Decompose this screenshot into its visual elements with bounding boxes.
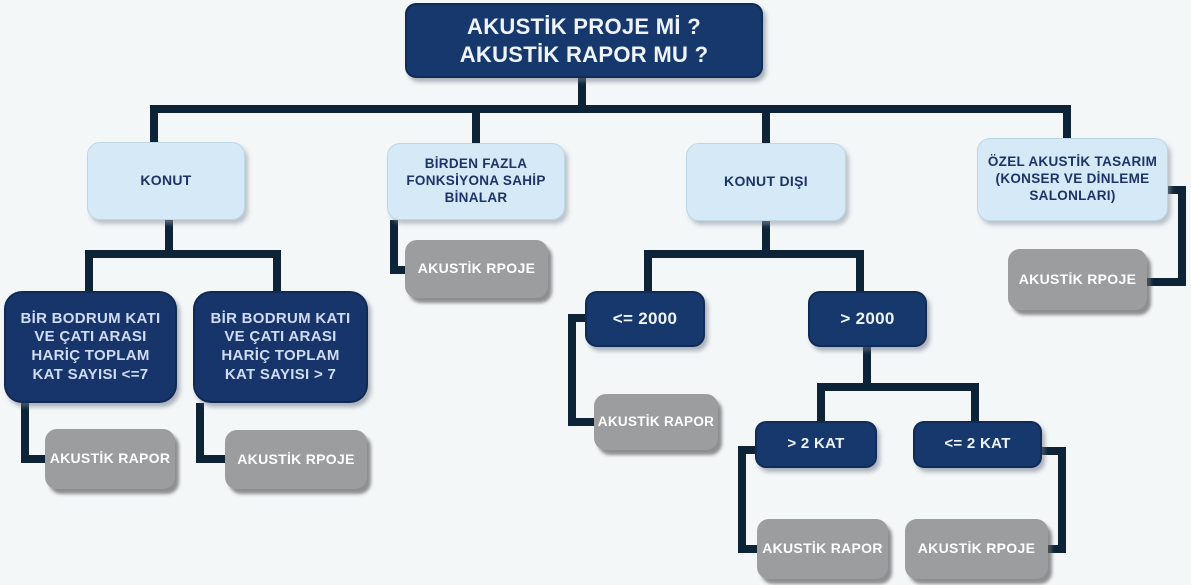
condition-gt-2000-node: > 2000 — [808, 291, 927, 347]
connector-line — [1038, 447, 1066, 455]
result-akustik-rapor-le-2000: AKUSTİK RAPOR — [594, 394, 718, 450]
connector-line — [472, 105, 480, 145]
branch-konut-disi-node: KONUT DIŞI — [686, 143, 846, 221]
connector-line — [85, 250, 93, 291]
connector-line — [738, 545, 763, 553]
connector-line — [817, 383, 825, 421]
condition-le-2-kat-node: <= 2 KAT — [913, 421, 1042, 468]
connector-line — [196, 455, 232, 463]
connector-line — [762, 221, 770, 258]
connector-line — [1141, 278, 1186, 286]
condition-kat-sayisi-le7-node: BİR BODRUM KATI VE ÇATI ARASI HARİÇ TOPL… — [4, 291, 177, 403]
result-akustik-rpoje-ozel-akustik: AKUSTİK RPOJE — [1008, 249, 1147, 310]
connector-line — [196, 403, 204, 463]
result-akustik-rpoje-le-2-kat: AKUSTİK RPOJE — [905, 519, 1048, 579]
connector-line — [817, 383, 979, 391]
connector-line — [762, 105, 770, 145]
connector-line — [85, 250, 281, 258]
root-question-node: AKUSTİK PROJE Mİ ? AKUSTİK RAPOR MU ? — [405, 3, 763, 78]
branch-ozel-akustik-node: ÖZEL AKUSTİK TASARIM (KONSER VE DİNLEME … — [977, 138, 1168, 221]
connector-line — [568, 418, 600, 426]
connector-line — [644, 250, 652, 291]
condition-kat-sayisi-gt7-node: BİR BODRUM KATI VE ÇATI ARASI HARİÇ TOPL… — [193, 291, 368, 403]
connector-line — [1040, 545, 1066, 553]
connector-line — [150, 105, 1071, 113]
connector-line — [738, 446, 746, 553]
connector-line — [21, 403, 29, 463]
condition-le-2000-node: <= 2000 — [585, 291, 705, 347]
connector-line — [863, 347, 871, 391]
connector-line — [150, 105, 158, 143]
connector-line — [568, 314, 576, 426]
connector-line — [165, 220, 173, 258]
result-akustik-rpoje-konut-gt7: AKUSTİK RPOJE — [225, 430, 367, 489]
result-akustik-rapor-konut-le7: AKUSTİK RAPOR — [45, 429, 175, 489]
branch-birden-fazla-node: BİRDEN FAZLA FONKSİYONA SAHİP BİNALAR — [387, 143, 565, 220]
connector-line — [390, 266, 412, 274]
connector-line — [971, 383, 979, 421]
result-akustik-rpoje-birden-fazla: AKUSTİK RPOJE — [405, 240, 548, 298]
branch-konut-node: KONUT — [87, 142, 245, 220]
connector-line — [1063, 105, 1071, 140]
result-akustik-rapor-gt-2-kat: AKUSTİK RAPOR — [757, 519, 888, 579]
connector-line — [856, 250, 864, 291]
connector-line — [568, 314, 590, 322]
connector-line — [738, 446, 760, 454]
connector-line — [273, 250, 281, 291]
connector-line — [1178, 186, 1186, 286]
connector-line — [644, 250, 864, 258]
condition-gt-2-kat-node: > 2 KAT — [755, 421, 877, 468]
connector-line — [1058, 447, 1066, 553]
connector-line — [1164, 186, 1186, 194]
connector-line — [21, 455, 51, 463]
connector-line — [578, 78, 586, 113]
connector-line — [390, 220, 398, 274]
